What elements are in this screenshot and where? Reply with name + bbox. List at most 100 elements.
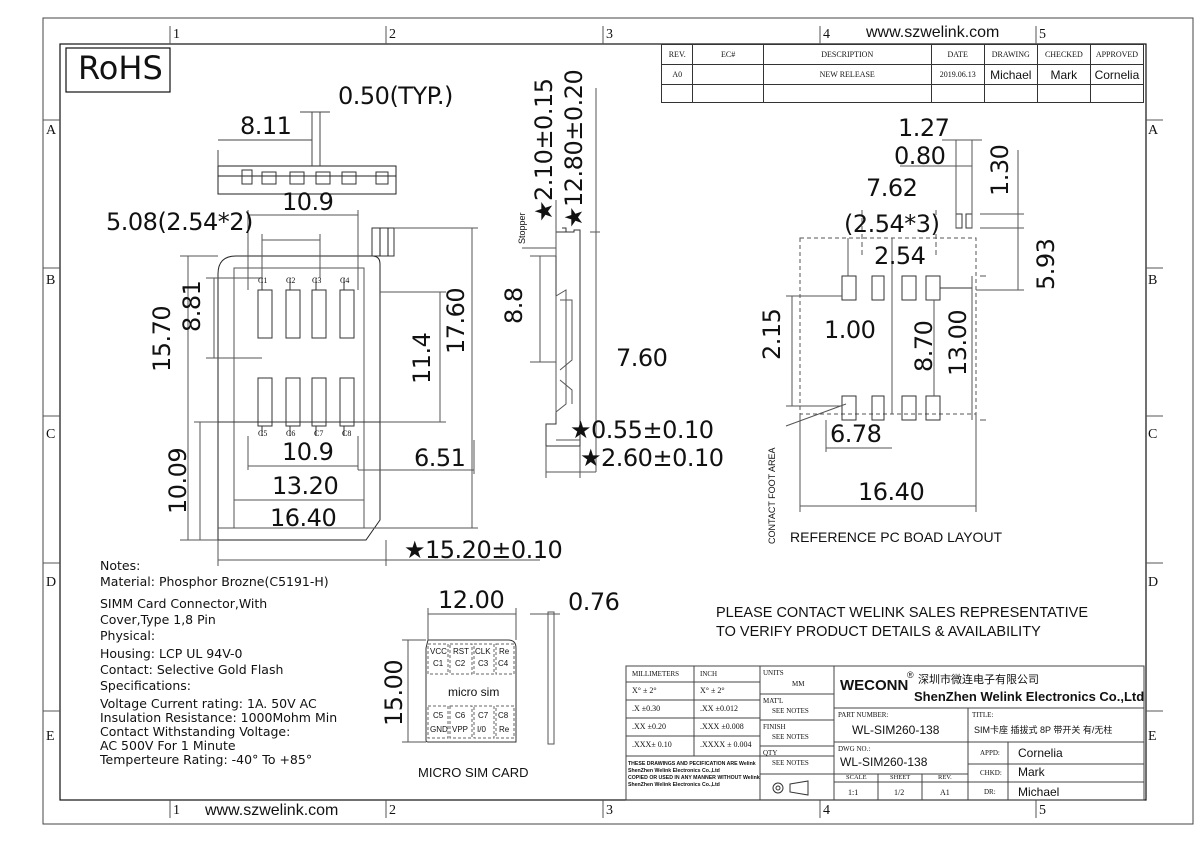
zone-ticks <box>43 26 1163 818</box>
zone-bottom-4: 4 <box>823 803 830 818</box>
contact-notice-line-1: PLEASE CONTACT WELINK SALES REPRESENTATI… <box>716 605 1088 621</box>
zone-top-3: 3 <box>606 27 613 42</box>
sim-cell-vcc: VCC <box>430 647 447 656</box>
rev-cell-approved: Cornelia <box>1089 64 1145 85</box>
rohs-label: RoHS <box>78 49 163 87</box>
zone-right-e: E <box>1148 729 1157 744</box>
dim-2-10: ★2.10±0.15 <box>530 78 558 223</box>
zone-bottom-5: 5 <box>1039 803 1046 818</box>
dwg-no-value: WL-SIM260-138 <box>840 755 928 769</box>
dim-1-27: 1.27 <box>898 114 950 142</box>
pin-label-c5: C5 <box>258 429 268 438</box>
notes-title: Notes: <box>100 558 141 573</box>
title-label: TITLE: <box>972 711 994 719</box>
sheet-label: SHEET <box>890 774 911 781</box>
dr-value: Michael <box>1018 785 1060 799</box>
disclaimer-line-3: COPIED OR USED IN ANY MANNER WITHOUT Wel… <box>628 775 760 781</box>
part-number-label: PART NUMBER: <box>838 711 889 719</box>
dim-10-09: 10.09 <box>164 447 192 514</box>
zone-top-2: 2 <box>389 27 396 42</box>
rev-cell-date: 2019.06.13 <box>930 64 985 85</box>
pin-label-c6: C6 <box>286 429 296 438</box>
notes-line-4: Physical: <box>100 628 156 643</box>
sim-cell-io: I/0 <box>477 725 486 734</box>
dim-10-9-bottom: 10.9 <box>282 438 334 466</box>
sim-cell-c6: C6 <box>455 711 466 720</box>
dim-2-60: ★2.60±0.10 <box>580 444 724 472</box>
notes-line-7: Specifications: <box>100 678 191 693</box>
pcb-layout <box>785 139 1024 512</box>
dim-2-54: 2.54 <box>874 242 926 270</box>
matl-value: SEE NOTES <box>772 707 809 715</box>
zone-left-c: C <box>46 427 56 442</box>
rev-cell-drawing: Michael <box>983 64 1038 85</box>
zone-left-a: A <box>46 123 57 138</box>
pin-label-c2: C2 <box>286 276 296 285</box>
sim-cell-c2: C2 <box>455 659 466 668</box>
pin-label-c8: C8 <box>342 429 352 438</box>
tol-mm-header: MILLIMETERS <box>632 670 680 678</box>
sim-cell-vpp: VPP <box>452 725 469 734</box>
zone-left-d: D <box>46 575 57 590</box>
micro-sim-drawing <box>402 608 560 745</box>
zone-top-5: 5 <box>1039 27 1046 42</box>
chkd-label: CHKD: <box>980 769 1002 777</box>
matl-label: MAT'L <box>763 697 784 705</box>
pcb-layout-caption: REFERENCE PC BOAD LAYOUT <box>790 529 1003 545</box>
zone-top-1: 1 <box>173 27 180 42</box>
dwg-no-label: DWG NO.: <box>838 745 871 753</box>
company-name-en: ShenZhen Welink Electronics Co.,Ltd <box>914 689 1145 704</box>
connector-side-view <box>522 88 600 478</box>
chkd-value: Mark <box>1018 765 1045 779</box>
notes-line-1: Material: Phosphor Brozne(C5191-H) <box>100 574 329 589</box>
dim-5-93: 5.93 <box>1032 238 1060 290</box>
tol-inch-0: X° ± 2° <box>700 686 725 695</box>
rev-cell-desc: NEW RELEASE <box>762 64 932 85</box>
dim-16-40-pcb: 16.40 <box>858 478 925 506</box>
stopper-label: Stopper <box>517 212 527 244</box>
rev-header-approved: APPROVED <box>1089 44 1145 65</box>
dim-1-00: 1.00 <box>824 316 876 344</box>
sim-cell-c5: C5 <box>433 711 444 720</box>
notes-line-2: SIMM Card Connector,With <box>100 596 268 611</box>
pin-label-c4: C4 <box>340 276 350 285</box>
zone-left-e: E <box>46 729 55 744</box>
qty-label: QTY <box>763 749 778 757</box>
sheet-value: 1/2 <box>894 788 905 797</box>
finish-value: SEE NOTES <box>772 733 809 741</box>
dim-17-60: 17.60 <box>442 287 470 354</box>
rev-cell-rev: A0 <box>660 64 694 85</box>
rev-header-ec: EC# <box>692 44 764 65</box>
dim-13-00: 13.00 <box>944 309 972 376</box>
dim-0-55: ★0.55±0.10 <box>570 416 714 444</box>
sim-cell-c3: C3 <box>478 659 489 668</box>
pin-label-c3: C3 <box>312 276 322 285</box>
tol-inch-3: .XXXX ± 0.004 <box>700 740 752 749</box>
qty-value: SEE NOTES <box>772 759 809 767</box>
website-top[interactable]: www.szwelink.com <box>866 24 1000 41</box>
sim-cell-c4: C4 <box>498 659 509 668</box>
dim-pitch-typ: 0.50(TYP.) <box>338 82 453 110</box>
dim-10-9-top: 10.9 <box>282 188 334 216</box>
zone-right-c: C <box>1148 427 1158 442</box>
rev-label: REV. <box>938 774 952 781</box>
brand-logo: WECONN <box>840 677 909 694</box>
dim-2-15: 2.15 <box>758 308 786 360</box>
company-name-cn: 深圳市微连电子有限公司 <box>918 674 1039 686</box>
dim-11-4: 11.4 <box>408 332 436 384</box>
micro-sim-caption: MICRO SIM CARD <box>418 765 529 780</box>
dim-12-00: 12.00 <box>438 586 505 614</box>
notes-line-5: Housing: LCP UL 94V-0 <box>100 646 243 661</box>
website-bottom[interactable]: www.szwelink.com <box>205 802 339 819</box>
zone-right-a: A <box>1148 123 1159 138</box>
zone-bottom-1: 1 <box>173 803 180 818</box>
brand-registered: ® <box>907 670 914 680</box>
dim-0-76: 0.76 <box>568 588 620 616</box>
tol-mm-0: X° ± 2° <box>632 686 657 695</box>
contact-foot-area-label: CONTACT FOOT AREA <box>767 447 777 544</box>
sim-cell-c1: C1 <box>433 659 444 668</box>
sim-cell-clk: CLK <box>475 647 491 656</box>
units-value: MM <box>792 680 805 688</box>
dim-8-81: 8.81 <box>178 280 206 332</box>
disclaimer-line-1: THESE DRAWINGS AND PECIFICATION ARE Weli… <box>628 761 756 767</box>
